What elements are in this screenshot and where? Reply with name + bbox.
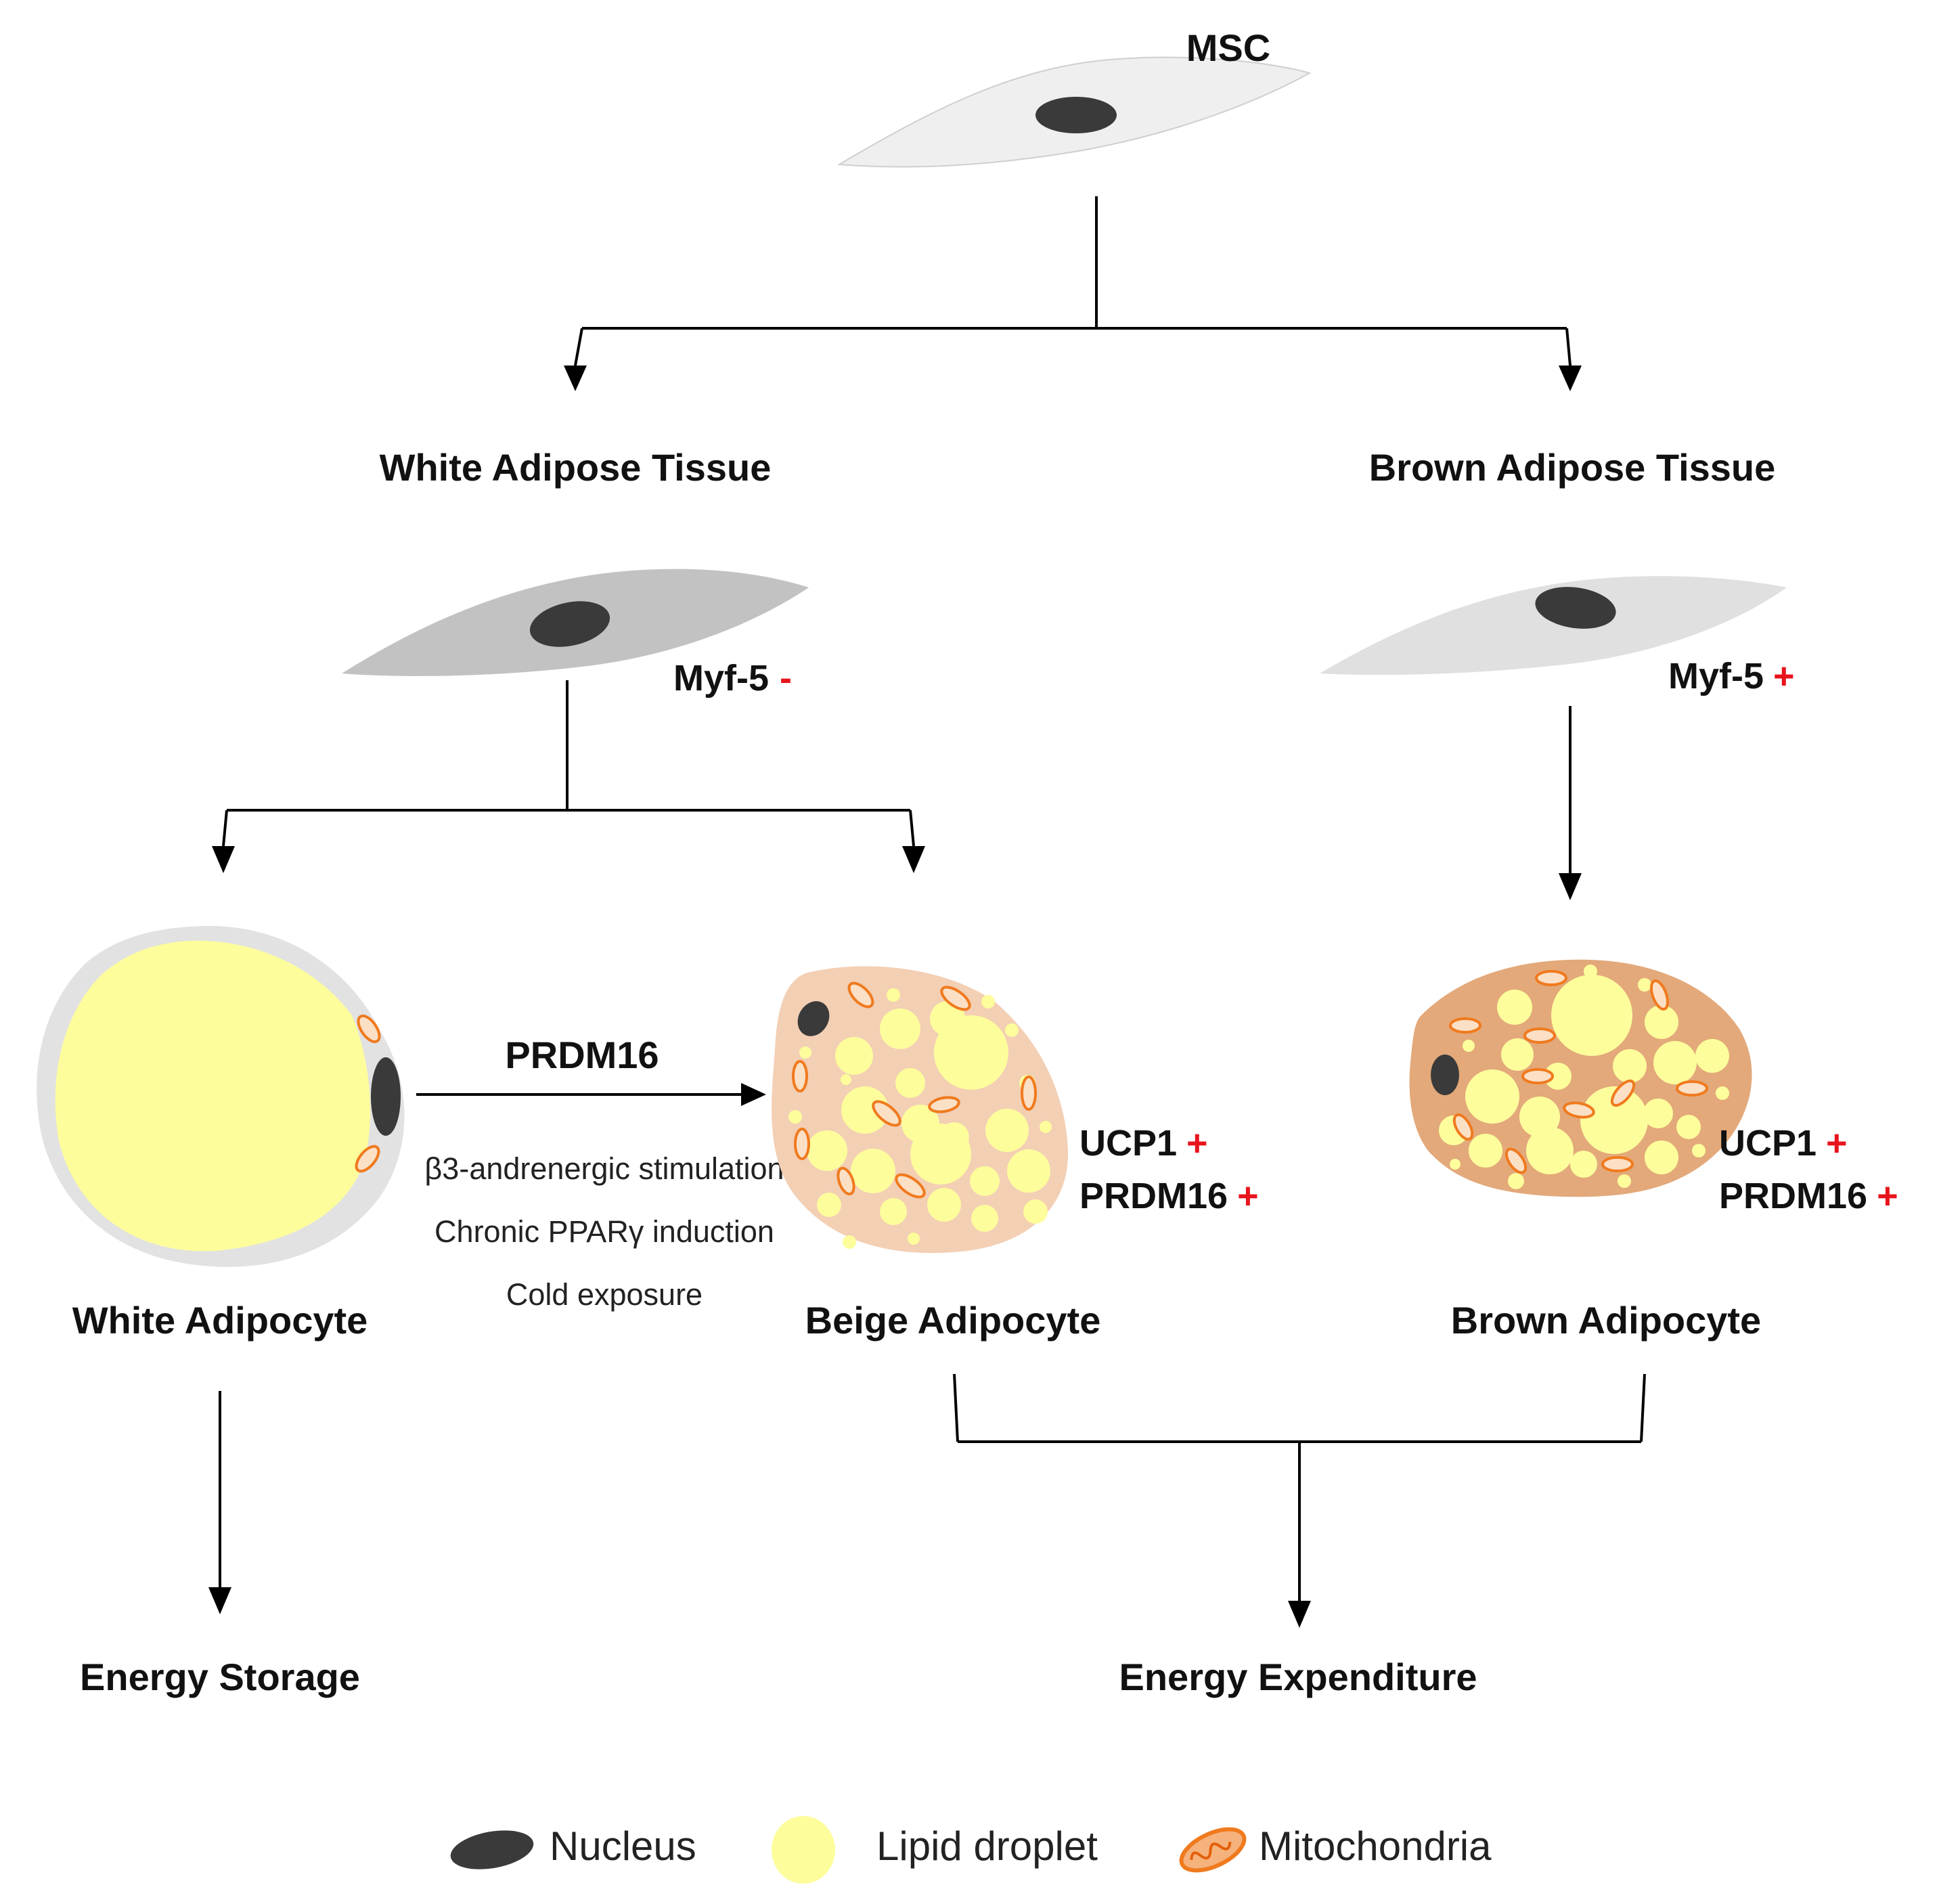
legend-label: Lipid droplet bbox=[876, 1823, 1098, 1869]
myf5-positive-marker: Myf-5+ bbox=[1668, 656, 1795, 696]
wat-title: White Adipose Tissue bbox=[380, 446, 772, 489]
condition-beta3: β3-andrenergic stimulation bbox=[424, 1151, 784, 1186]
beige-adipocyte-nucleus bbox=[797, 1001, 830, 1036]
bat-precursor-cell: Myf-5+ bbox=[1320, 576, 1795, 696]
brown-lipid-droplets bbox=[1439, 965, 1729, 1189]
white-adipocyte-mitochondrion bbox=[355, 1145, 380, 1173]
nucleus-icon bbox=[450, 1830, 534, 1869]
beige-lipid-droplets bbox=[788, 988, 1052, 1249]
white-adipocyte-nucleus bbox=[371, 1057, 401, 1136]
legend-item-mitochondria: Mitochondria bbox=[1179, 1823, 1492, 1873]
conversion-factor: PRDM16 bbox=[505, 1034, 659, 1076]
beige-adipocyte-label: Beige Adipocyte bbox=[805, 1299, 1101, 1342]
beige-adipocyte: UCP1+ PRDM16+ bbox=[772, 966, 1259, 1254]
brown-prdm16-marker: PRDM16+ bbox=[1719, 1176, 1898, 1216]
msc-label: MSC bbox=[1186, 26, 1270, 69]
connectors bbox=[208, 196, 1646, 1628]
white-adipocyte bbox=[37, 925, 405, 1267]
brown-ucp1-marker: UCP1+ bbox=[1719, 1123, 1848, 1164]
bat-precursor-body bbox=[1320, 576, 1787, 676]
energy-expenditure-label: Energy Expenditure bbox=[1119, 1656, 1477, 1698]
mitochondria-icon bbox=[1179, 1827, 1247, 1873]
brown-mitochondria bbox=[1449, 970, 1708, 1174]
legend: Nucleus Lipid droplet Mitochondria bbox=[450, 1816, 1492, 1884]
beige-ucp1-marker: UCP1+ bbox=[1079, 1123, 1208, 1164]
legend-label: Mitochondria bbox=[1259, 1823, 1492, 1869]
bat-precursor-nucleus bbox=[1535, 587, 1616, 629]
condition-cold: Cold exposure bbox=[506, 1277, 703, 1312]
lipid-droplet-icon bbox=[772, 1816, 835, 1884]
legend-item-lipid-droplet: Lipid droplet bbox=[772, 1816, 1098, 1884]
msc-cell: MSC bbox=[837, 26, 1312, 168]
white-adipocyte-lipid-droplet bbox=[55, 940, 371, 1252]
energy-storage-label: Energy Storage bbox=[80, 1656, 360, 1698]
brown-adipocyte-nucleus bbox=[1431, 1055, 1459, 1095]
condition-ppar: Chronic PPARγ induction bbox=[434, 1214, 774, 1249]
myf5-negative-marker: Myf-5- bbox=[673, 658, 792, 699]
beige-mitochondria bbox=[792, 981, 1037, 1199]
wat-precursor-cell: Myf-5- bbox=[342, 569, 809, 699]
legend-label: Nucleus bbox=[550, 1823, 696, 1869]
white-adipocyte-mitochondrion bbox=[357, 1014, 381, 1044]
brown-adipocyte-label: Brown Adipocyte bbox=[1451, 1299, 1761, 1342]
brown-adipocyte: UCP1+ PRDM16+ bbox=[1409, 959, 1898, 1216]
legend-item-nucleus: Nucleus bbox=[450, 1823, 696, 1869]
msc-nucleus bbox=[1035, 97, 1117, 133]
white-adipocyte-label: White Adipocyte bbox=[72, 1299, 368, 1342]
beige-prdm16-marker: PRDM16+ bbox=[1079, 1176, 1259, 1216]
wat-precursor-nucleus bbox=[529, 601, 610, 647]
bat-title: Brown Adipose Tissue bbox=[1369, 446, 1776, 489]
